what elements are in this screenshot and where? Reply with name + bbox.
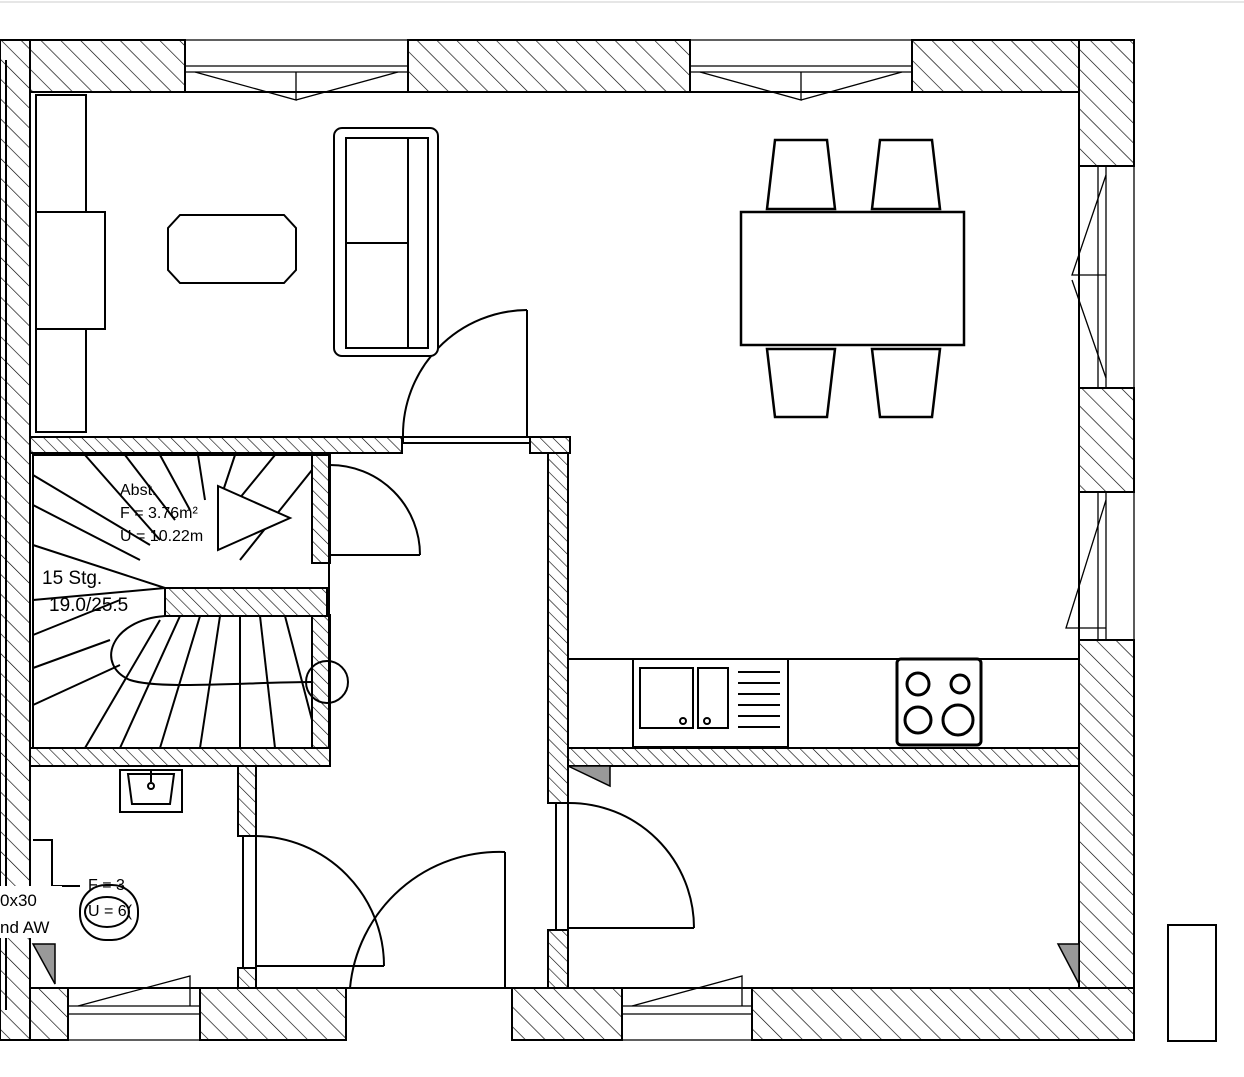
stair-steps: 15 Stg.: [42, 568, 102, 589]
wc-dim: 0x30: [0, 891, 37, 910]
sofa: [333, 127, 439, 357]
stair-area-u: U = 10.22m: [120, 528, 203, 545]
window-right-upper: [1071, 166, 1135, 388]
dining-set: [739, 138, 966, 419]
door-wc: [242, 835, 385, 968]
wc-area-f: F = 3: [88, 877, 125, 894]
wc-area-u: U = 6(: [88, 903, 133, 920]
door-stair: [329, 464, 421, 556]
sink: [632, 658, 789, 748]
wc-wall: nd AW: [0, 918, 49, 937]
window-top-right: [690, 39, 912, 101]
side-box: [1167, 924, 1217, 1042]
interior-walls: [29, 436, 1080, 989]
wc-annotations: F = 3 U = 6( 0x30 nd AW: [0, 877, 133, 938]
stair-area-f: F = 3.76m²: [120, 505, 198, 522]
exterior-wall-inner-outline: [5, 60, 1080, 1010]
staircase: [32, 454, 349, 749]
window-bottom-right: [622, 975, 752, 1041]
door-entrance: [349, 850, 506, 989]
stair-ratio: 19.0/25.5: [49, 595, 128, 616]
corner-markers: [31, 765, 1080, 985]
window-top-left: [185, 39, 408, 101]
doors: [242, 309, 695, 989]
coffee-table: [167, 214, 297, 284]
windows: [68, 39, 1135, 1041]
stair-area-title: Abst.: [120, 482, 156, 499]
window-right-lower: [1065, 492, 1135, 640]
door-bedroom: [555, 801, 695, 930]
toilet: [33, 839, 139, 941]
window-bottom-left: [68, 975, 200, 1041]
tv-sideboard: [35, 94, 106, 433]
stair-annotations: Abst. F = 3.76m² U = 10.22m 15 Stg. 19.0…: [42, 482, 203, 616]
washbasin: [119, 769, 183, 813]
stair-enclosure: [32, 454, 330, 749]
stove: [895, 657, 983, 747]
